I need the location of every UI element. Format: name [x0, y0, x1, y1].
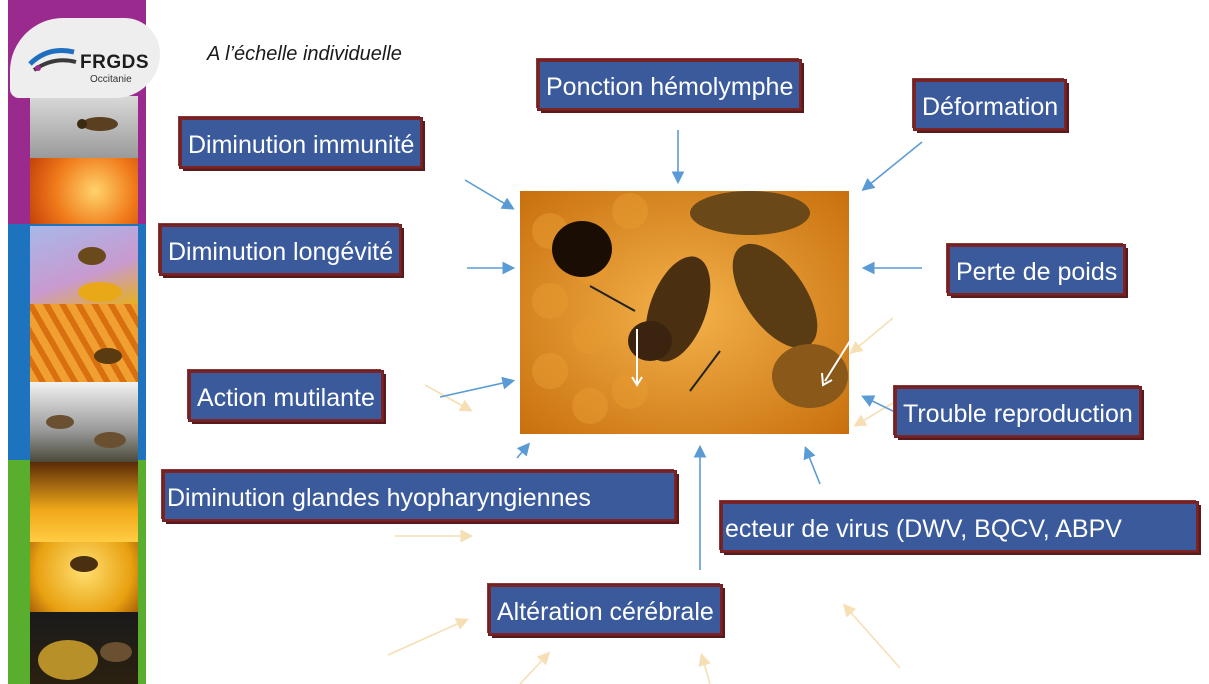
label-alteration-cerebrale: Altération cérébrale [489, 585, 722, 635]
label-vecteur-de-virus: ecteur de virus (DWV, BQCV, ABPV [721, 502, 1198, 552]
label-diminution-glandes: Diminution glandes hyopharyngiennes [163, 471, 676, 521]
label-diminution-immunite: Diminution immunité [180, 118, 422, 168]
label-perte-de-poids: Perte de poids [948, 245, 1125, 295]
label-deformation: Déformation [914, 80, 1066, 130]
label-ponction-hemolymphe: Ponction hémolymphe [538, 60, 801, 110]
label-action-mutilante: Action mutilante [189, 371, 383, 421]
label-diminution-longevite: Diminution longévité [160, 225, 401, 275]
label-trouble-reproduction: Trouble reproduction [895, 387, 1141, 437]
